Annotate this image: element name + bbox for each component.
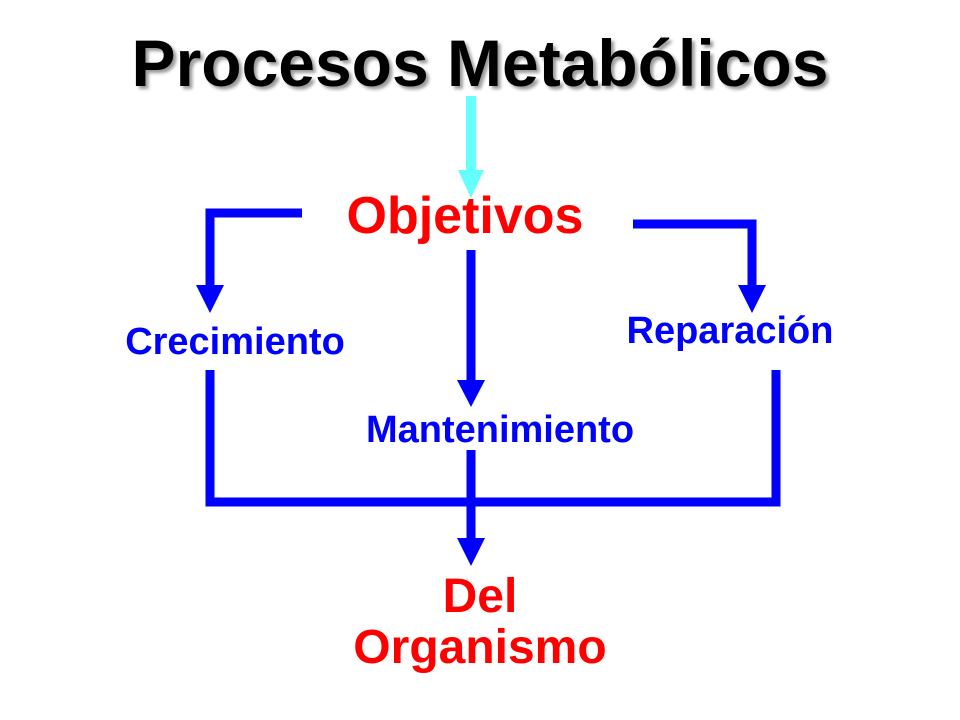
center-node-objetivos: Objetivos bbox=[346, 187, 584, 245]
objetivos-to-crecimiento-connector bbox=[205, 208, 302, 285]
result-node-line-2: Organismo bbox=[353, 621, 607, 674]
branch-node-reparacion: Reparación bbox=[626, 310, 834, 352]
organismo-arrow-head bbox=[457, 538, 485, 566]
branch-node-crecimiento: Crecimiento bbox=[125, 321, 345, 363]
objetivos-to-reparacion-connector bbox=[633, 219, 757, 285]
reparacion-arrow-head bbox=[738, 285, 766, 313]
diagram-title: Procesos Metabólicos bbox=[131, 26, 829, 100]
crecimiento-arrow-head bbox=[196, 285, 224, 313]
mantenimiento-arrow-head bbox=[457, 380, 485, 407]
merge-bracket-connector bbox=[205, 370, 781, 507]
branch-node-mantenimiento: Mantenimiento bbox=[365, 409, 635, 451]
result-node-line-1: Del bbox=[442, 570, 518, 623]
title-to-objetivos-arrow-head bbox=[458, 170, 484, 198]
